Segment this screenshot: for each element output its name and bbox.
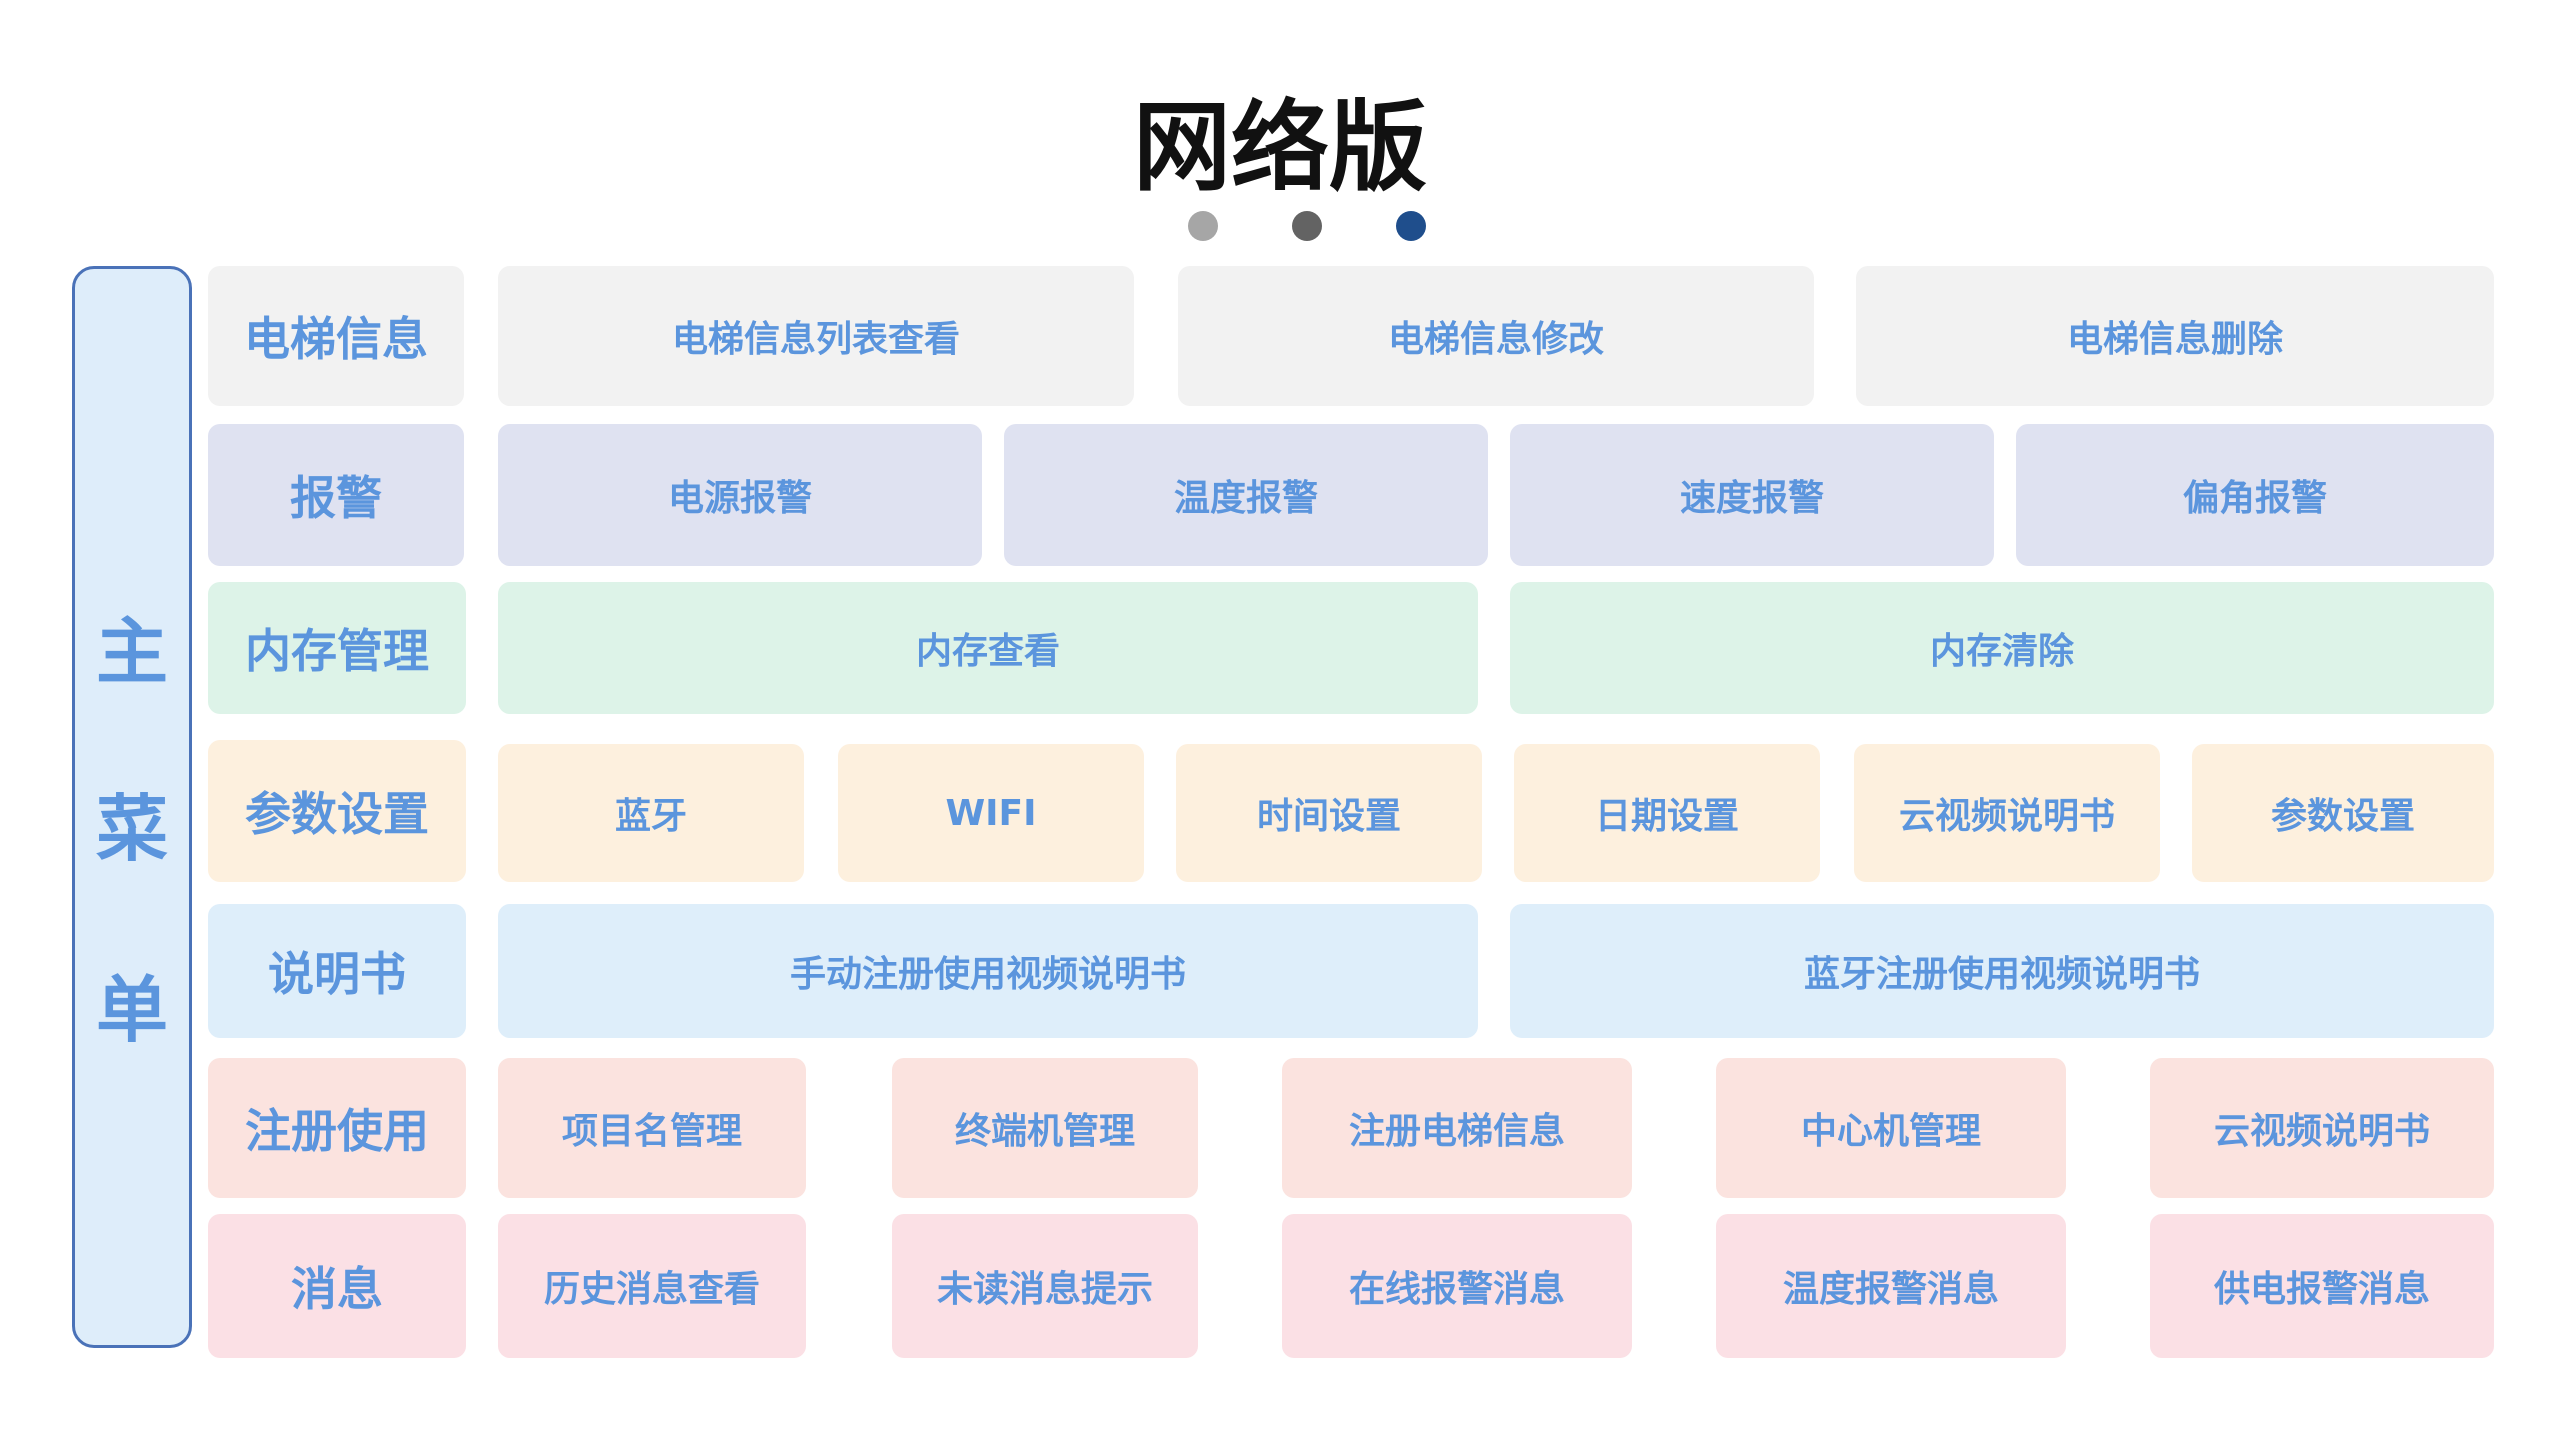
page-indicator-dot-3-active[interactable] [1396, 211, 1426, 241]
menu-item-elevator-info-delete[interactable]: 电梯信息删除 [1856, 266, 2494, 406]
menu-item-speed-alarm[interactable]: 速度报警 [1510, 424, 1994, 566]
menu-item-elevator-info-list[interactable]: 电梯信息列表查看 [498, 266, 1134, 406]
category-label-parameter-settings[interactable]: 参数设置 [208, 740, 466, 882]
page-title: 网络版 [1132, 90, 1427, 205]
menu-item-unread-message-alert[interactable]: 未读消息提示 [892, 1214, 1198, 1358]
menu-item-central-machine-management[interactable]: 中心机管理 [1716, 1058, 2066, 1198]
category-label-registration[interactable]: 注册使用 [208, 1058, 466, 1198]
main-menu-char-1: 主 [95, 610, 168, 694]
menu-item-power-alarm[interactable]: 电源报警 [498, 424, 982, 566]
page-indicator-dot-1[interactable] [1188, 211, 1218, 241]
menu-item-memory-clear[interactable]: 内存清除 [1510, 582, 2494, 714]
menu-item-cloud-video-manual[interactable]: 云视频说明书 [1854, 744, 2160, 882]
menu-item-elevator-info-edit[interactable]: 电梯信息修改 [1178, 266, 1814, 406]
category-label-elevator-info[interactable]: 电梯信息 [208, 266, 464, 406]
main-menu-char-3: 单 [95, 968, 168, 1052]
main-menu-sidebar: 主 菜 单 [72, 266, 192, 1348]
page-indicator-dot-2[interactable] [1292, 211, 1322, 241]
menu-item-message-history[interactable]: 历史消息查看 [498, 1214, 806, 1358]
menu-item-manual-registration-video[interactable]: 手动注册使用视频说明书 [498, 904, 1478, 1038]
category-label-memory-management[interactable]: 内存管理 [208, 582, 466, 714]
menu-item-tilt-alarm[interactable]: 偏角报警 [2016, 424, 2494, 566]
main-menu-char-2: 菜 [95, 787, 168, 871]
menu-item-parameter-settings[interactable]: 参数设置 [2192, 744, 2494, 882]
menu-item-date-settings[interactable]: 日期设置 [1514, 744, 1820, 882]
category-label-manual[interactable]: 说明书 [208, 904, 466, 1038]
menu-item-memory-view[interactable]: 内存查看 [498, 582, 1478, 714]
menu-item-project-name-management[interactable]: 项目名管理 [498, 1058, 806, 1198]
menu-item-register-elevator-info[interactable]: 注册电梯信息 [1282, 1058, 1632, 1198]
menu-item-temperature-alarm-messages[interactable]: 温度报警消息 [1716, 1214, 2066, 1358]
menu-item-power-supply-alarm-messages[interactable]: 供电报警消息 [2150, 1214, 2494, 1358]
menu-item-temperature-alarm[interactable]: 温度报警 [1004, 424, 1488, 566]
menu-item-bluetooth-registration-video[interactable]: 蓝牙注册使用视频说明书 [1510, 904, 2494, 1038]
menu-item-bluetooth[interactable]: 蓝牙 [498, 744, 804, 882]
category-label-messages[interactable]: 消息 [208, 1214, 466, 1358]
menu-item-online-alarm-messages[interactable]: 在线报警消息 [1282, 1214, 1632, 1358]
category-label-alarm[interactable]: 报警 [208, 424, 464, 566]
menu-item-terminal-management[interactable]: 终端机管理 [892, 1058, 1198, 1198]
menu-item-time-settings[interactable]: 时间设置 [1176, 744, 1482, 882]
menu-item-wifi[interactable]: WIFI [838, 744, 1144, 882]
menu-item-cloud-video-manual-2[interactable]: 云视频说明书 [2150, 1058, 2494, 1198]
